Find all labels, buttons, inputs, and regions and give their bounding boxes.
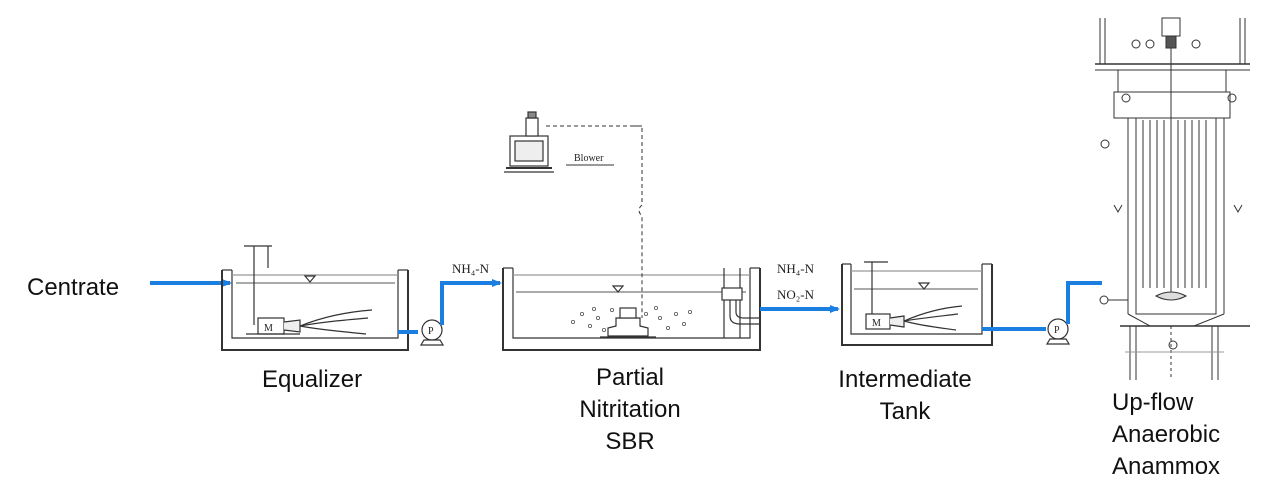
svg-text:P: P bbox=[1054, 325, 1060, 336]
anammox-label-mask bbox=[1100, 388, 1250, 498]
svg-text:M: M bbox=[872, 318, 881, 329]
intermediate-label-line-1: Intermediate bbox=[838, 366, 972, 393]
intermediate-label-line-2: Tank bbox=[879, 398, 931, 425]
sbr-label: Partial Nitritation SBR bbox=[560, 362, 700, 458]
pump-2-to-anammox-pipe bbox=[1066, 281, 1102, 324]
equalizer-tank: M bbox=[221, 245, 409, 351]
intermediate-tank: M bbox=[841, 261, 993, 346]
sbr-label-line-2: Nitritation bbox=[579, 396, 681, 423]
anammox-label-line-3: Anammox bbox=[1112, 453, 1221, 480]
svg-text:M: M bbox=[264, 323, 273, 334]
blower-icon bbox=[504, 111, 554, 173]
blower-label: Blower bbox=[574, 153, 604, 164]
pump-1-to-sbr-pipe bbox=[440, 279, 502, 325]
centrate-label: Centrate bbox=[27, 274, 120, 301]
anammox-reactor bbox=[1095, 17, 1250, 380]
pump-2-icon: P bbox=[1045, 318, 1071, 345]
flow-label-no2: NO₂-N bbox=[777, 287, 815, 302]
sbr-tank bbox=[502, 267, 761, 351]
air-line bbox=[546, 125, 643, 318]
sbr-label-line-1: Partial bbox=[595, 364, 665, 391]
flow-label-nh4-2: NH₄-N bbox=[777, 261, 815, 276]
pump-1-icon: P bbox=[419, 319, 445, 346]
equalizer-label: Equalizer bbox=[262, 366, 363, 393]
sbr-label-line-3: SBR bbox=[605, 428, 655, 455]
anammox-label-line-1: Up-flow bbox=[1112, 389, 1194, 416]
aeration-bubbles bbox=[571, 305, 693, 332]
anammox-label: Up-flow Anaerobic Anammox bbox=[1112, 387, 1220, 483]
flow-label-nh4-1: NH₄-N bbox=[452, 261, 490, 276]
anammox-label-line-2: Anaerobic bbox=[1112, 421, 1221, 448]
svg-text:P: P bbox=[428, 326, 434, 337]
intermediate-label: Intermediate Tank bbox=[815, 364, 995, 428]
